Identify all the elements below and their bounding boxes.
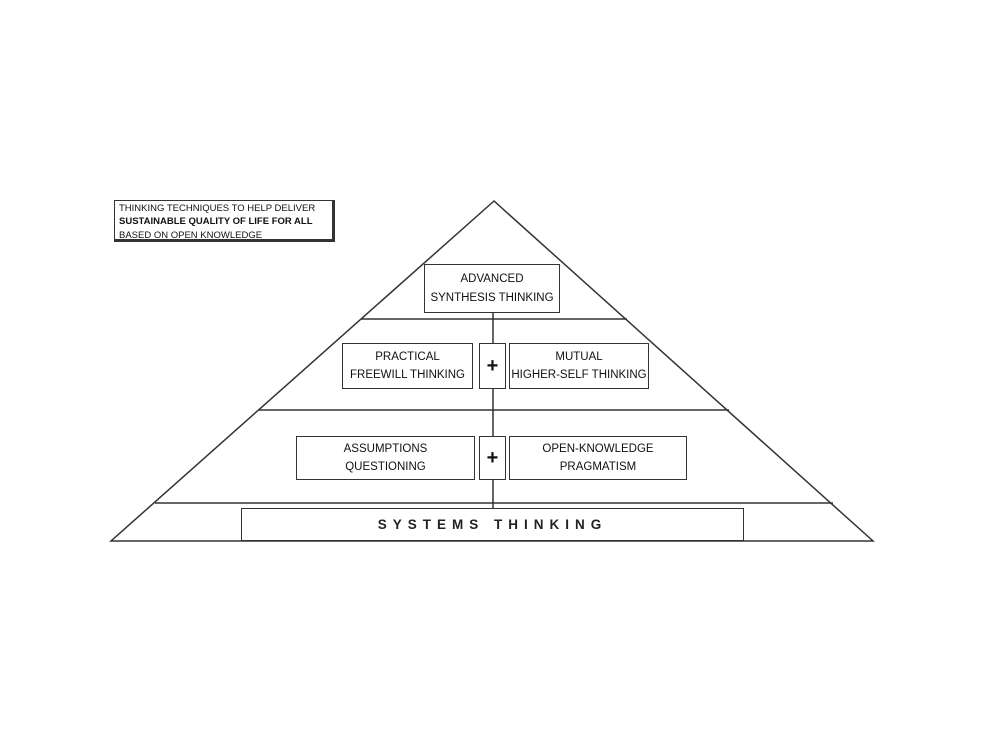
box-systems-thinking: SYSTEMS THINKING	[241, 508, 744, 541]
box-line-1: PRACTICAL	[375, 350, 440, 363]
pyramid-triangle	[109, 199, 875, 542]
box-assumptions-questioning: ASSUMPTIONS QUESTIONING	[296, 436, 475, 480]
box-line-2: QUESTIONING	[345, 461, 426, 473]
box-mutual-higher-self: MUTUAL HIGHER-SELF THINKING	[509, 343, 649, 389]
box-practical-freewill: PRACTICAL FREEWILL THINKING	[342, 343, 473, 389]
plus-sign-middle: +	[479, 343, 506, 389]
box-line-2: HIGHER-SELF THINKING	[511, 369, 647, 381]
box-line-1: MUTUAL	[555, 350, 603, 363]
box-line-2: SYNTHESIS THINKING	[430, 291, 554, 304]
box-line-1: ASSUMPTIONS	[343, 442, 428, 455]
box-line-2: PRAGMATISM	[559, 461, 637, 473]
box-line-2: FREEWILL THINKING	[349, 369, 466, 381]
legend-line-1: THINKING TECHNIQUES TO HELP DELIVER	[119, 203, 316, 214]
box-line-1: ADVANCED	[460, 273, 524, 286]
legend-line-2: SUSTAINABLE QUALITY OF LIFE FOR ALL	[119, 216, 313, 228]
box-line-1: OPEN-KNOWLEDGE	[542, 442, 654, 455]
box-open-knowledge-pragmatism: OPEN-KNOWLEDGE PRAGMATISM	[509, 436, 687, 480]
plus-sign-lower: +	[479, 436, 506, 480]
diagram-legend: THINKING TECHNIQUES TO HELP DELIVER SUST…	[114, 200, 335, 242]
legend-line-3: BASED ON OPEN KNOWLEDGE	[119, 229, 263, 241]
box-advanced-synthesis: ADVANCED SYNTHESIS THINKING	[424, 264, 560, 313]
